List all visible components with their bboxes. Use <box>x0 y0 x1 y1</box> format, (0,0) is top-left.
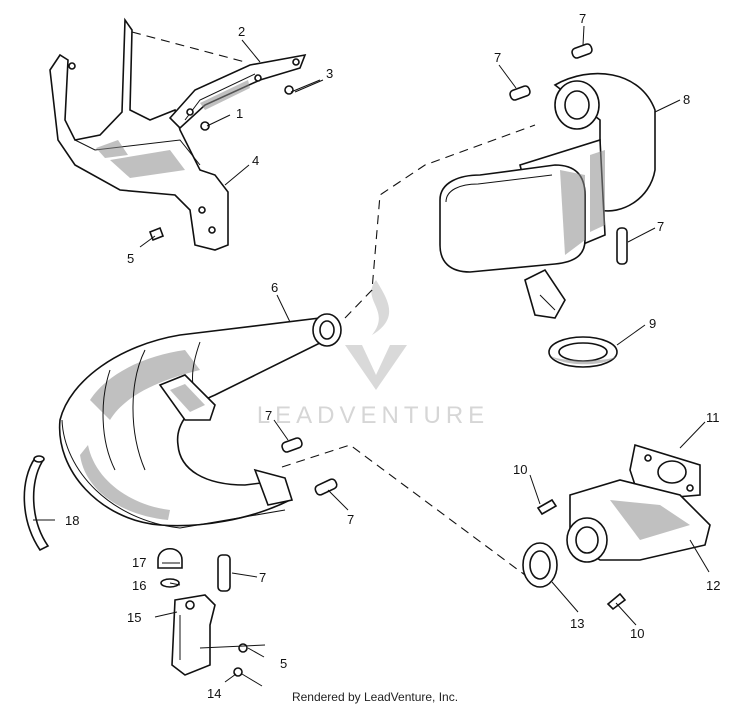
leader-lines <box>33 25 710 687</box>
callout-10-lower: 10 <box>630 626 644 641</box>
manifold-parts-10-13 <box>522 443 711 611</box>
callout-18: 18 <box>65 513 79 528</box>
callout-6: 6 <box>271 280 278 295</box>
callout-9: 9 <box>649 316 656 331</box>
lower-bracket-parts-15-17 <box>157 547 248 677</box>
spring-7a <box>571 43 593 59</box>
footer-credit: Rendered by LeadVenture, Inc. <box>291 690 459 704</box>
callout-3: 3 <box>326 66 333 81</box>
exploded-parts-diagram: LEADVENTURE <box>23 11 720 701</box>
mounting-plate-part-4 <box>49 17 229 251</box>
callout-7-upper-left: 7 <box>494 50 501 65</box>
dashed-routing-lines <box>131 31 536 576</box>
spring-7d <box>281 437 303 453</box>
spring-7f <box>217 554 231 592</box>
callout-4: 4 <box>252 153 259 168</box>
callout-10-upper: 10 <box>513 462 527 477</box>
watermark-text: LEADVENTURE <box>257 402 489 429</box>
bolt-10a <box>536 498 558 516</box>
gasket-part-9 <box>548 336 618 368</box>
callout-5-bottom: 5 <box>280 656 287 671</box>
callout-5-top: 5 <box>127 251 134 266</box>
callout-7-top: 7 <box>579 11 586 26</box>
callout-7-lower: 7 <box>347 512 354 527</box>
callout-1: 1 <box>236 106 243 121</box>
spring-7c <box>616 227 628 265</box>
callout-12: 12 <box>706 578 720 593</box>
spring-7e <box>314 478 338 496</box>
heat-shield-part-2 <box>168 53 307 130</box>
bracket-15 <box>171 594 216 676</box>
callout-17: 17 <box>132 555 146 570</box>
callout-11: 11 <box>706 410 720 425</box>
callout-16: 16 <box>132 578 146 593</box>
callout-7-bottom: 7 <box>259 570 266 585</box>
callout-7-right: 7 <box>657 219 664 234</box>
watermark: LEADVENTURE <box>257 280 489 429</box>
watermark-v-icon <box>345 345 407 390</box>
callout-13: 13 <box>570 616 584 631</box>
bolt-10b <box>606 592 627 611</box>
callout-8: 8 <box>683 92 690 107</box>
muffler-part-8 <box>439 72 656 319</box>
nut-1 <box>200 121 210 131</box>
springs-part-7 <box>217 43 628 592</box>
grommet-17 <box>157 547 183 569</box>
callout-labels: 1 2 3 4 5 5 6 7 7 7 7 7 7 8 9 10 10 11 1… <box>65 11 720 701</box>
bolt-5-bottom <box>238 643 248 653</box>
watermark-flame-icon <box>371 280 390 335</box>
callout-15: 15 <box>127 610 141 625</box>
callout-14: 14 <box>207 686 221 701</box>
callout-2: 2 <box>238 24 245 39</box>
strap-part-18 <box>23 455 50 552</box>
expansion-chamber-part-6 <box>58 313 342 529</box>
nut-3 <box>284 85 294 95</box>
spring-7b <box>509 85 531 101</box>
callout-7-mid: 7 <box>265 408 272 423</box>
